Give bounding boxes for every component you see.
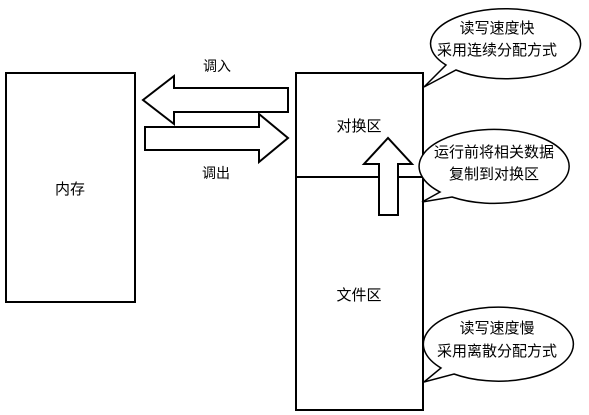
- swap-area-callout-line1: 读写速度快: [459, 19, 534, 37]
- swap-area-callout-bubble: [423, 8, 582, 88]
- swap-out-arrow-shape: [144, 111, 290, 165]
- memory-box: [5, 72, 136, 303]
- disk-block: 对换区 文件区: [295, 72, 424, 411]
- file-area-box: [295, 176, 424, 411]
- swap-in-arrow-shape: [141, 73, 289, 127]
- file-area-callout-line2: 采用离散分配方式: [437, 342, 557, 360]
- swap-out-arrow: 调出: [144, 111, 290, 182]
- file-area-label: 文件区: [336, 286, 381, 304]
- file-area-callout-line1: 读写速度慢: [459, 319, 534, 337]
- prerun-callout-bubble: [418, 128, 570, 205]
- swap-in-label: 调入: [203, 59, 231, 75]
- swap-area-label: 对换区: [336, 117, 381, 135]
- file-area-callout: 读写速度慢 采用离散分配方式: [422, 306, 575, 383]
- file-area-callout-bubble: [422, 306, 575, 383]
- memory-block: 内存: [5, 72, 136, 303]
- swap-in-arrow: 调入: [141, 59, 289, 127]
- file-to-swap-arrow: [361, 136, 415, 216]
- memory-label: 内存: [55, 180, 85, 198]
- swap-area-callout: 读写速度快 采用连续分配方式: [423, 8, 582, 88]
- prerun-callout-line1: 运行前将相关数据: [434, 143, 554, 161]
- prerun-callout: 运行前将相关数据 复制到对换区: [418, 128, 570, 205]
- swap-area-callout-line2: 采用连续分配方式: [437, 41, 557, 59]
- swap-out-label: 调出: [202, 166, 230, 182]
- prerun-callout-line2: 复制到对换区: [449, 165, 539, 183]
